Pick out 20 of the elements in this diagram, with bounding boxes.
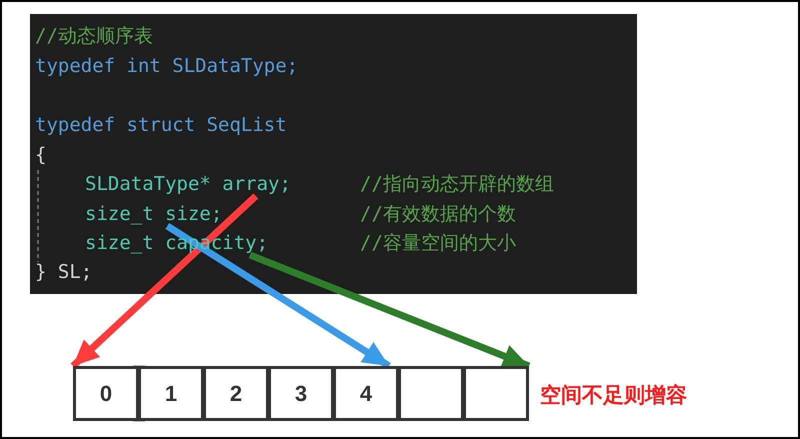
code-line: typedef int SLDataType; (35, 54, 298, 78)
code-line: } SL; (35, 260, 92, 284)
array-cell: 4 (333, 366, 399, 421)
array-cell: 3 (268, 366, 334, 421)
array-cell: 2 (203, 366, 269, 421)
arrow (70, 193, 258, 369)
array-cell: 1 (138, 366, 204, 421)
note-text: 空间不足则增容 (540, 382, 687, 409)
code-comment: //容量空间的大小 (360, 231, 516, 255)
arrow (165, 223, 391, 369)
code-comment: //有效数据的个数 (360, 202, 516, 226)
code-line: SLDataType* array; (85, 172, 291, 196)
array-cell (398, 366, 464, 421)
code-line: { (35, 143, 46, 167)
code-line: typedef struct SeqList (35, 113, 287, 137)
code-comment: //动态顺序表 (35, 24, 153, 48)
code-comment: //指向动态开辟的数组 (360, 172, 554, 196)
array-cell: 0 (73, 366, 139, 421)
code-line: size_t size; (85, 202, 222, 226)
array-cell (463, 366, 529, 421)
